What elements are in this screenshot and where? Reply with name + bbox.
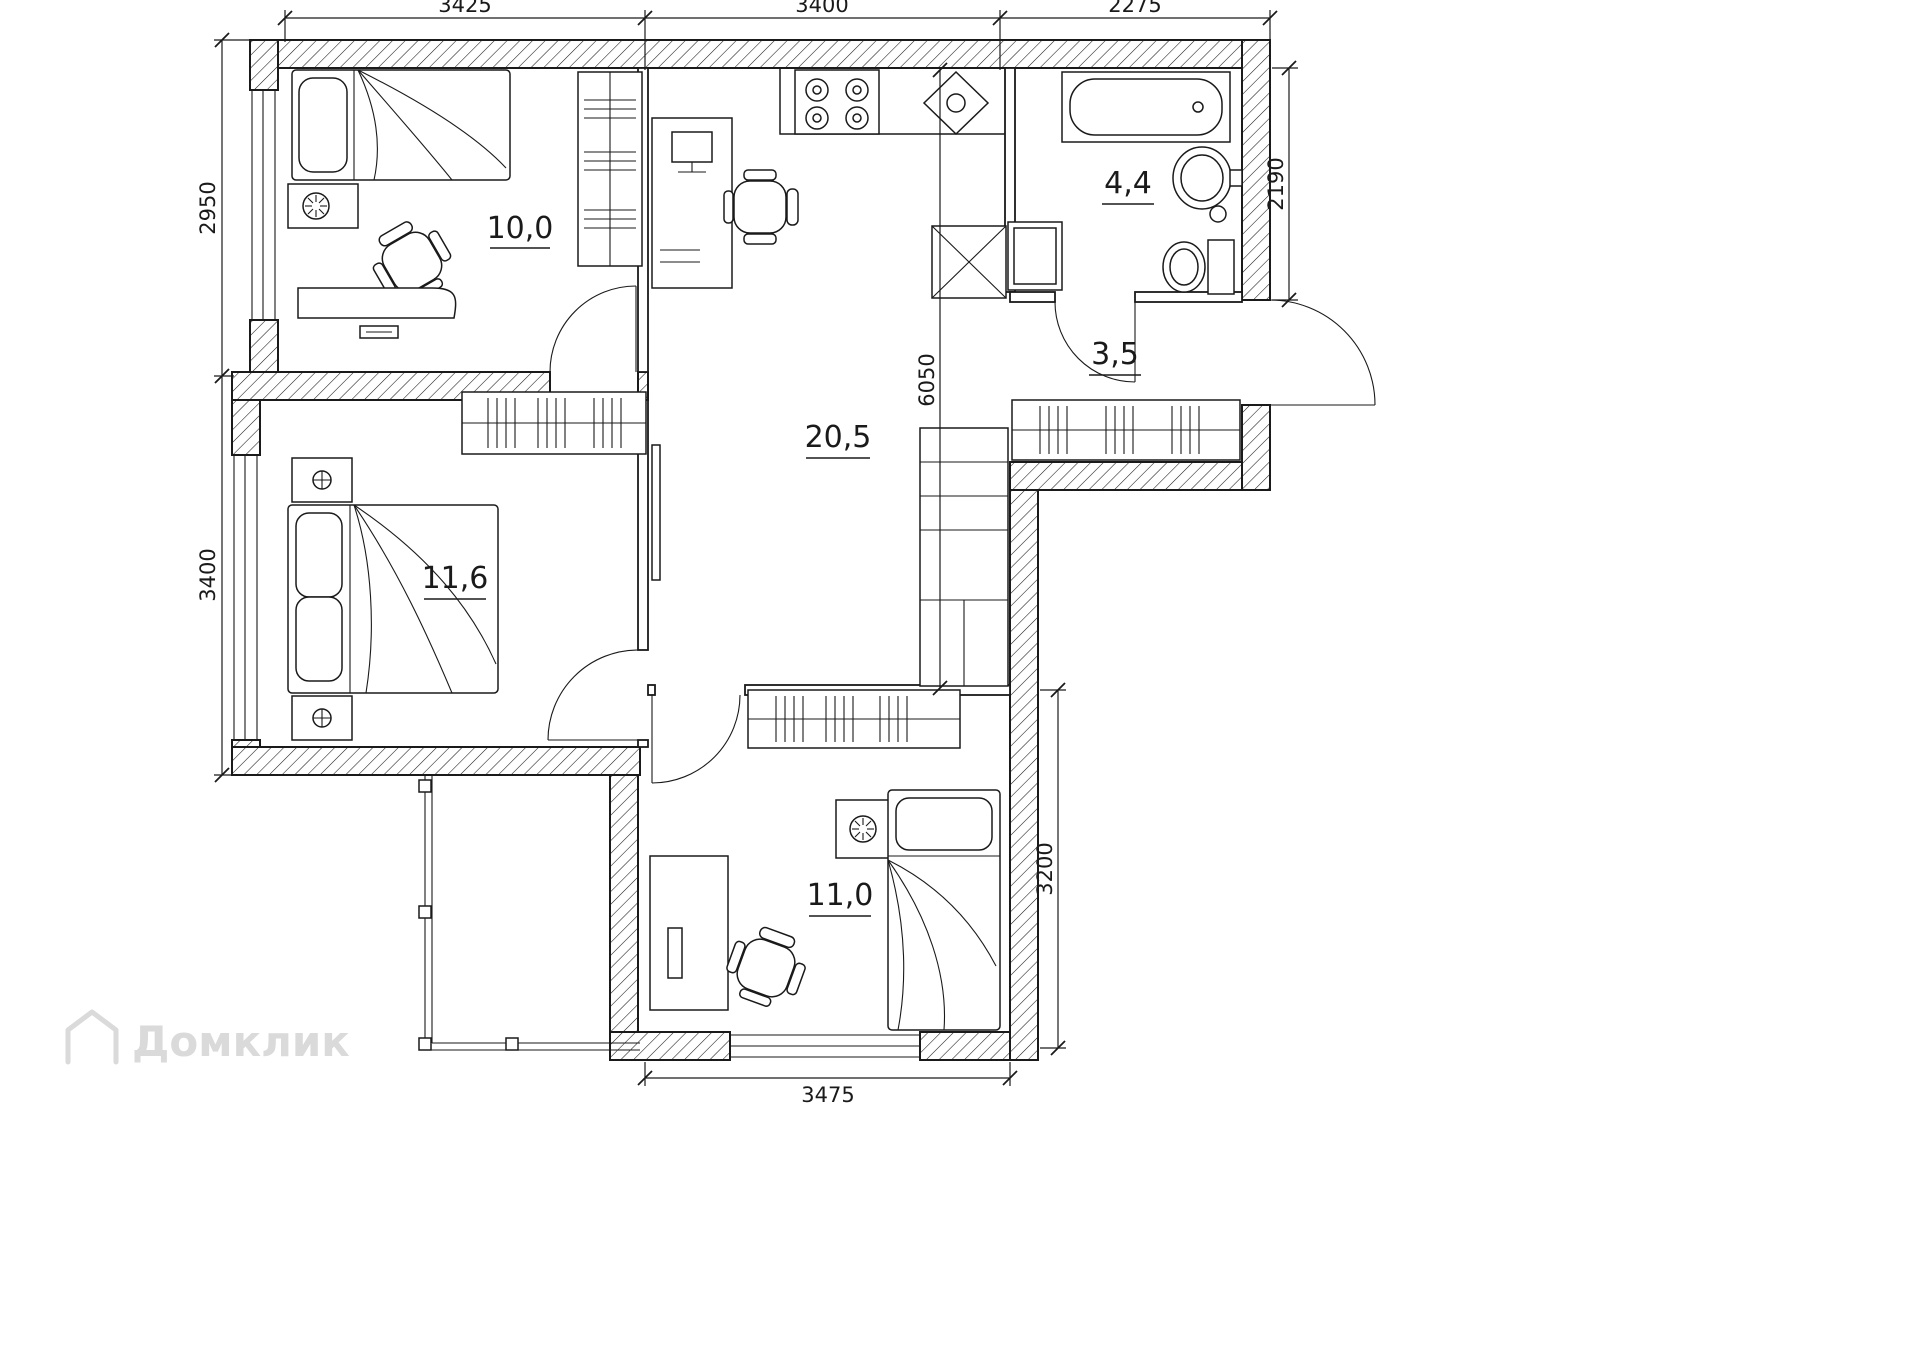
house-logo-icon	[65, 1009, 119, 1065]
partition-bedroom-bottom-a	[647, 684, 656, 696]
shelf-ticks	[487, 398, 622, 448]
dimension-right: 2190	[1264, 60, 1298, 308]
room-label-bathroom: 4,4	[1104, 166, 1152, 201]
door-bedroom-top	[549, 285, 637, 373]
wall-right-lower	[1009, 489, 1039, 1061]
wardrobe	[461, 391, 647, 455]
window-bedroom-top	[250, 89, 278, 321]
plant-icon	[312, 708, 332, 728]
wall-left-mid-a	[231, 399, 261, 456]
shelf-ticks	[1039, 406, 1200, 454]
double-bed	[287, 504, 499, 694]
balcony-post	[418, 1037, 432, 1051]
door-bedroom-mid	[547, 649, 639, 741]
computer-desk	[651, 117, 733, 289]
balcony	[418, 775, 640, 1051]
dimension-left: 2950 3400	[196, 32, 252, 783]
bathtub	[1061, 71, 1231, 143]
wall-right-upper-a	[1241, 39, 1271, 301]
doors	[547, 285, 1376, 784]
burner-icon	[805, 106, 829, 130]
dim-top-1: 3425	[438, 0, 491, 17]
dim-left-upper: 2950	[196, 181, 220, 234]
dim-bottom: 3475	[801, 1083, 854, 1107]
office-chair	[723, 169, 799, 245]
partition-bedroom-mid-b	[637, 739, 649, 748]
shelf-ticks	[775, 696, 908, 742]
wall-bottom-mid	[231, 746, 641, 776]
watermark-text: Домклик	[132, 1017, 350, 1066]
dim-left-lower: 3400	[196, 548, 220, 601]
door-bedroom-bottom	[651, 694, 741, 784]
burner-icon	[805, 78, 829, 102]
wardrobe	[747, 689, 961, 749]
kitchen-furniture	[651, 68, 1009, 687]
wall-left-lower	[609, 774, 639, 1061]
floor-drain	[1209, 205, 1227, 223]
exterior-walls	[231, 39, 1271, 1061]
washing-machine	[1007, 221, 1063, 291]
bedroom-mid-furniture	[287, 391, 647, 741]
desk	[649, 855, 729, 1011]
bedroom-top-furniture	[287, 69, 643, 339]
wall-bottom-hallway	[1009, 461, 1271, 491]
room-label-bedroom-top: 10,0	[487, 211, 554, 246]
bathroom-furniture	[1007, 71, 1243, 295]
windows	[232, 89, 921, 1060]
single-bed	[887, 789, 1001, 1031]
wall-left-upper-a	[249, 39, 279, 91]
balcony-post	[418, 905, 432, 919]
bedroom-bottom-furniture	[649, 689, 1001, 1031]
dim-right-upper: 2190	[1264, 157, 1288, 210]
dim-top-2: 3400	[795, 0, 848, 17]
balcony-post	[418, 779, 432, 793]
nightstand-with-lamp	[287, 183, 359, 229]
watermark: Домклик	[65, 1009, 350, 1066]
dim-top-3: 2275	[1108, 0, 1161, 17]
bathroom-sink	[1172, 146, 1243, 210]
wall-top	[249, 39, 1271, 69]
kitchen-sink	[922, 70, 990, 136]
hallway-wardrobe	[1011, 399, 1241, 461]
wardrobe-tall	[577, 71, 643, 267]
single-bed	[291, 69, 511, 181]
kitchen-counter	[779, 68, 1005, 135]
window-bedroom-mid	[232, 454, 260, 741]
partition-bathroom-bottom-a	[1009, 291, 1056, 303]
room-label-bedroom-bottom: 11,0	[807, 878, 874, 913]
burner-icon	[845, 106, 869, 130]
corridor-cabinet	[919, 427, 1009, 687]
nightstand-with-lamp	[835, 799, 891, 859]
door-entrance	[1269, 299, 1376, 406]
toilet	[1162, 239, 1235, 295]
burner-icon	[845, 78, 869, 102]
room-labels: 10,0 20,5 4,4 3,5 11,6 11,0	[422, 166, 1154, 917]
vent-shaft	[931, 225, 1007, 299]
door-bathroom	[1054, 301, 1136, 383]
dim-right-lower: 3200	[1033, 842, 1057, 895]
room-label-hallway: 3,5	[1091, 337, 1139, 372]
lamp-icon	[302, 192, 330, 220]
room-label-living-kitchen: 20,5	[805, 420, 872, 455]
desk	[297, 287, 457, 339]
plant-icon	[312, 470, 332, 490]
balcony-post	[505, 1037, 519, 1051]
wall-right-upper-b	[1241, 404, 1271, 491]
dimension-right-lower: 3200	[1033, 682, 1066, 1056]
dimension-bottom: 3475	[637, 1062, 1018, 1107]
window-bedroom-bottom	[729, 1032, 921, 1060]
desk-chair	[718, 918, 815, 1016]
stove	[794, 69, 880, 135]
wall-left-upper-b	[249, 319, 279, 373]
dim-center-vertical: 6050	[915, 353, 939, 406]
tv-console	[651, 444, 661, 581]
lamp-icon	[849, 815, 877, 843]
wall-bottom-lower-a	[609, 1031, 731, 1061]
dimension-top: 3425 3400 2275	[277, 0, 1278, 70]
nightstand-bottom	[291, 695, 353, 741]
room-label-bedroom-mid: 11,6	[422, 561, 489, 596]
dimension-center: 6050	[915, 62, 948, 696]
nightstand-top	[291, 457, 353, 503]
